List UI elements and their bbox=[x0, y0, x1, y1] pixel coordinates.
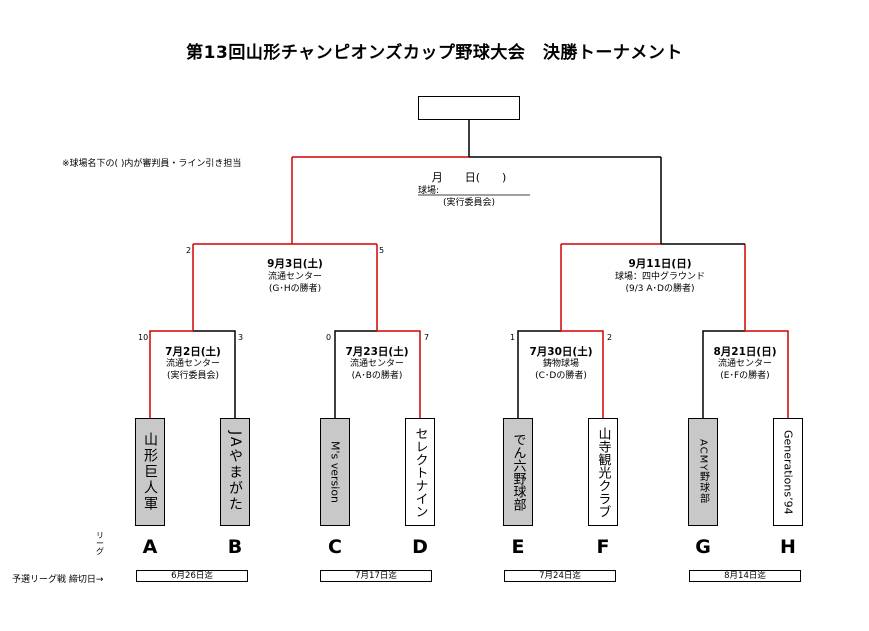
league-letter-a: A bbox=[142, 536, 158, 558]
league-letter-d: D bbox=[412, 536, 428, 558]
q2-date: 7月23日(土) bbox=[345, 346, 409, 358]
league-letter-b: B bbox=[227, 536, 243, 558]
line-c bbox=[334, 330, 377, 418]
deadline-cd: 7月17日迄 bbox=[320, 570, 432, 582]
score-b: 3 bbox=[238, 333, 244, 342]
line-a bbox=[149, 330, 193, 418]
q2-umpire: (A･Bの勝者) bbox=[351, 371, 403, 381]
line-h bbox=[745, 330, 789, 418]
q4-venue: 流通センター bbox=[717, 359, 772, 369]
deadline-label: 予選リーグ戦 締切日→ bbox=[12, 575, 104, 585]
q3-venue: 鋳物球場 bbox=[542, 359, 579, 369]
q4-umpire: (E･Fの勝者) bbox=[720, 371, 770, 381]
q4-date: 8月21日(日) bbox=[713, 346, 777, 358]
semi1-venue: 流通センター bbox=[267, 272, 322, 282]
score-d: 7 bbox=[424, 333, 430, 342]
deadline-ab: 6月26日迄 bbox=[136, 570, 248, 582]
q1-venue: 流通センター bbox=[165, 359, 220, 369]
semi2-venue: 球場：四中グラウンド bbox=[614, 272, 705, 282]
line-f bbox=[561, 330, 604, 418]
score-a: 10 bbox=[138, 333, 149, 342]
league-letter-e: E bbox=[511, 536, 525, 558]
team-c: M's version bbox=[320, 418, 350, 526]
line-b bbox=[193, 330, 236, 418]
page-title: 第13回山形チャンピオンズカップ野球大会 決勝トーナメント bbox=[186, 43, 683, 63]
team-f: 山寺観光クラブ bbox=[588, 418, 618, 526]
team-d: セレクトナイン bbox=[405, 418, 435, 526]
line-g bbox=[702, 330, 745, 418]
q2-venue: 流通センター bbox=[349, 359, 404, 369]
semi1-umpire: (G･Hの勝者) bbox=[268, 284, 322, 294]
team-b: JAやまがた bbox=[220, 418, 250, 526]
umpire-note: ※球場名下の( )内が審判員・ライン引き担当 bbox=[62, 159, 242, 169]
line-d bbox=[377, 330, 421, 418]
final-venue: 球場: bbox=[418, 186, 440, 196]
score-semi1-left: 2 bbox=[186, 246, 192, 255]
semi1-date: 9月3日(土) bbox=[267, 258, 323, 270]
league-letter-c: C bbox=[328, 536, 342, 558]
league-label: リーグ bbox=[96, 531, 104, 556]
score-f: 2 bbox=[607, 333, 613, 342]
semi2-umpire: (9/3 A･Dの勝者) bbox=[625, 284, 695, 294]
score-semi1-right: 5 bbox=[379, 246, 385, 255]
league-letter-g: G bbox=[695, 536, 711, 558]
line-e bbox=[517, 330, 561, 418]
score-e: 1 bbox=[510, 333, 516, 342]
q1-date: 7月2日(土) bbox=[165, 346, 221, 358]
final-date: 月 日( ) bbox=[431, 171, 507, 184]
q3-umpire: (C･Dの勝者) bbox=[535, 371, 587, 381]
deadline-gh: 8月14日迄 bbox=[689, 570, 801, 582]
deadline-ef: 7月24日迄 bbox=[504, 570, 616, 582]
team-g: ACMY野球部 bbox=[688, 418, 718, 526]
league-letter-h: H bbox=[780, 536, 796, 558]
team-e: でん六野球部 bbox=[503, 418, 533, 526]
q1-umpire: (実行委員会) bbox=[166, 371, 220, 381]
league-letter-f: F bbox=[596, 536, 610, 558]
semi2-date: 9月11日(日) bbox=[628, 258, 692, 270]
team-a: 山形巨人軍 bbox=[135, 418, 165, 526]
final-umpire: (実行委員会) bbox=[442, 198, 496, 208]
team-h: Generations’94 bbox=[773, 418, 803, 526]
champion-box bbox=[418, 96, 520, 120]
score-c: 0 bbox=[326, 333, 332, 342]
q3-date: 7月30日(土) bbox=[529, 346, 593, 358]
